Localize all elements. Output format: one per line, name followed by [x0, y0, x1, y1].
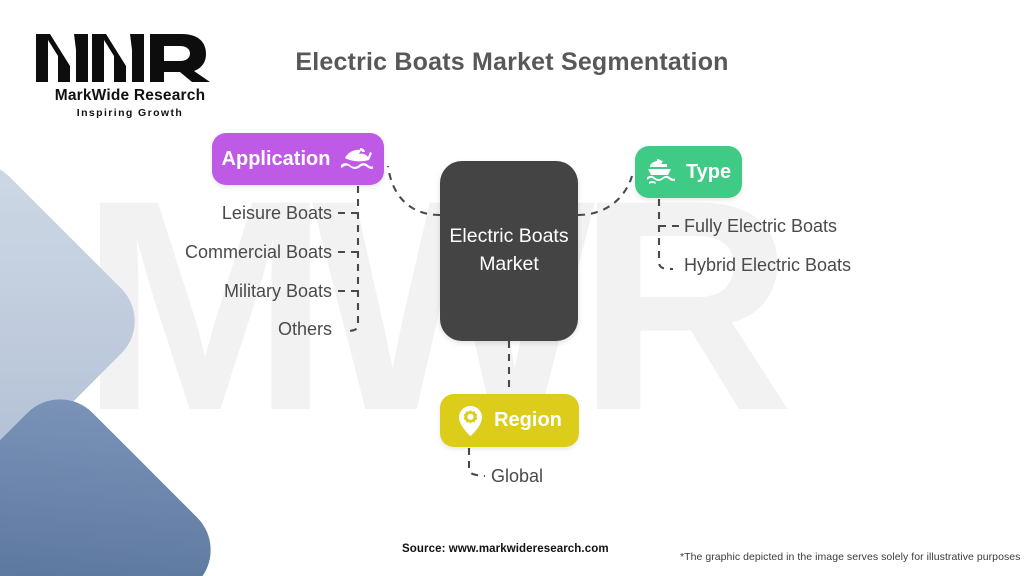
spine-type: [657, 199, 674, 271]
leaf-application-1: Leisure Boats: [221, 203, 332, 223]
leaf-application-3: Military Boats: [223, 281, 332, 301]
leaf-type-2: Hybrid Electric Boats: [684, 255, 852, 275]
link-center-application: [386, 165, 441, 217]
map-pin-gear-icon: [457, 405, 484, 437]
spine-region: [467, 448, 486, 478]
leaf-region-1: Global: [491, 466, 544, 486]
center-node-label: Electric Boats Market: [449, 225, 569, 275]
spine-application: [343, 186, 360, 333]
branch-badge-region[interactable]: Region: [440, 394, 579, 447]
leaf-type-1: Fully Electric Boats: [684, 216, 838, 236]
branch-label-region: Region: [494, 409, 562, 431]
link-center-type: [577, 175, 634, 217]
jet-ski-icon: [340, 146, 374, 172]
branch-badge-application[interactable]: Application: [212, 133, 384, 185]
brand-name: MarkWide Research: [54, 87, 206, 104]
leaf-application-4: Others: [277, 319, 332, 339]
branch-label-application: Application: [221, 147, 331, 170]
disclaimer-text: *The graphic depicted in the image serve…: [680, 551, 1021, 563]
page-title: Electric Boats Market Segmentation: [295, 48, 729, 76]
mwr-logo-icon: [36, 34, 210, 82]
leaf-application-2: Commercial Boats: [184, 242, 332, 262]
brand-logo: MarkWide Research Inspiring Growth: [30, 28, 230, 119]
brand-tagline: Inspiring Growth: [76, 107, 184, 119]
boat-icon: [646, 158, 676, 186]
branch-label-type: Type: [685, 160, 732, 183]
branch-badge-type[interactable]: Type: [635, 146, 742, 198]
center-node[interactable]: Electric Boats Market: [440, 161, 578, 341]
source-text: Source: www.markwideresearch.com: [402, 543, 609, 555]
